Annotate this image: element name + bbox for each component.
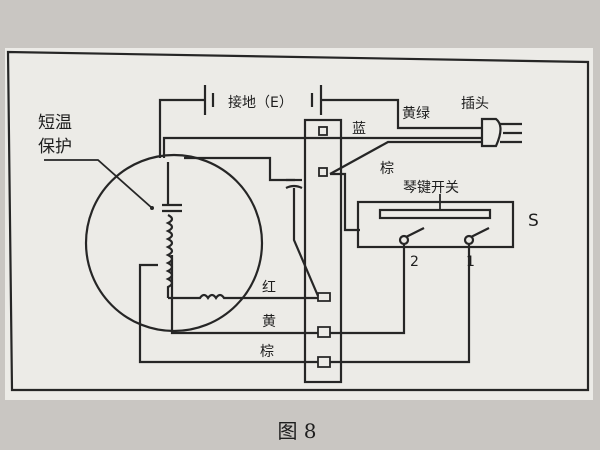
terminal-2	[318, 167, 328, 177]
terminal-brown	[317, 356, 331, 368]
capacitor-plate-2	[285, 184, 303, 189]
diagram-border	[6, 50, 590, 392]
protector-leader-line	[44, 159, 153, 209]
switch-position-2-label: 2	[410, 254, 419, 270]
switch-key-bar	[378, 208, 492, 220]
red-label: 红	[262, 280, 276, 296]
yellow-label: 黄	[262, 313, 276, 330]
yellow-wire-to-switch-2	[330, 243, 406, 335]
switch-contact-1	[463, 234, 475, 246]
ground-label: 接地（E）	[228, 94, 293, 111]
plug-body	[480, 117, 502, 148]
terminal-block	[303, 118, 343, 384]
yellow-wire-motor	[170, 255, 318, 335]
switch-position-1-label: 1	[466, 254, 475, 270]
motor-circle	[84, 153, 264, 333]
switch-housing	[356, 200, 515, 249]
switch-contact-2	[398, 234, 410, 246]
switch-s-label: S	[528, 211, 539, 231]
brown-bottom-label: 棕	[260, 344, 274, 360]
terminal-1	[318, 126, 328, 136]
capacitor-lead-top	[184, 156, 295, 182]
brown-top-label: 棕	[380, 161, 394, 177]
protector-leader-dot	[150, 206, 154, 210]
blue-wire	[162, 136, 482, 158]
overheat-protection-label-2: 保护	[38, 137, 72, 157]
paper	[5, 48, 593, 400]
ground-wire-left	[158, 98, 205, 158]
winding-to-red-coil	[168, 293, 248, 300]
brown-to-switch-wire	[330, 172, 360, 232]
yellow-green-label: 黄绿	[402, 105, 430, 122]
piano-key-switch-label: 琴键开关	[403, 180, 459, 196]
brown-plug-wire	[329, 140, 482, 175]
brown-wire-to-switch-1	[330, 243, 471, 364]
switch-blade-1	[470, 227, 490, 238]
switch-blade-2	[405, 227, 425, 238]
blue-label: 蓝	[352, 121, 366, 137]
brown-wire-motor	[138, 263, 318, 364]
plug-label: 插头	[461, 96, 489, 112]
ground-wire-right	[321, 98, 482, 130]
overheat-protection-label-1: 短温	[38, 113, 72, 133]
capacitor-to-red-terminal	[292, 188, 320, 297]
figure-caption: 图 8	[277, 419, 316, 443]
